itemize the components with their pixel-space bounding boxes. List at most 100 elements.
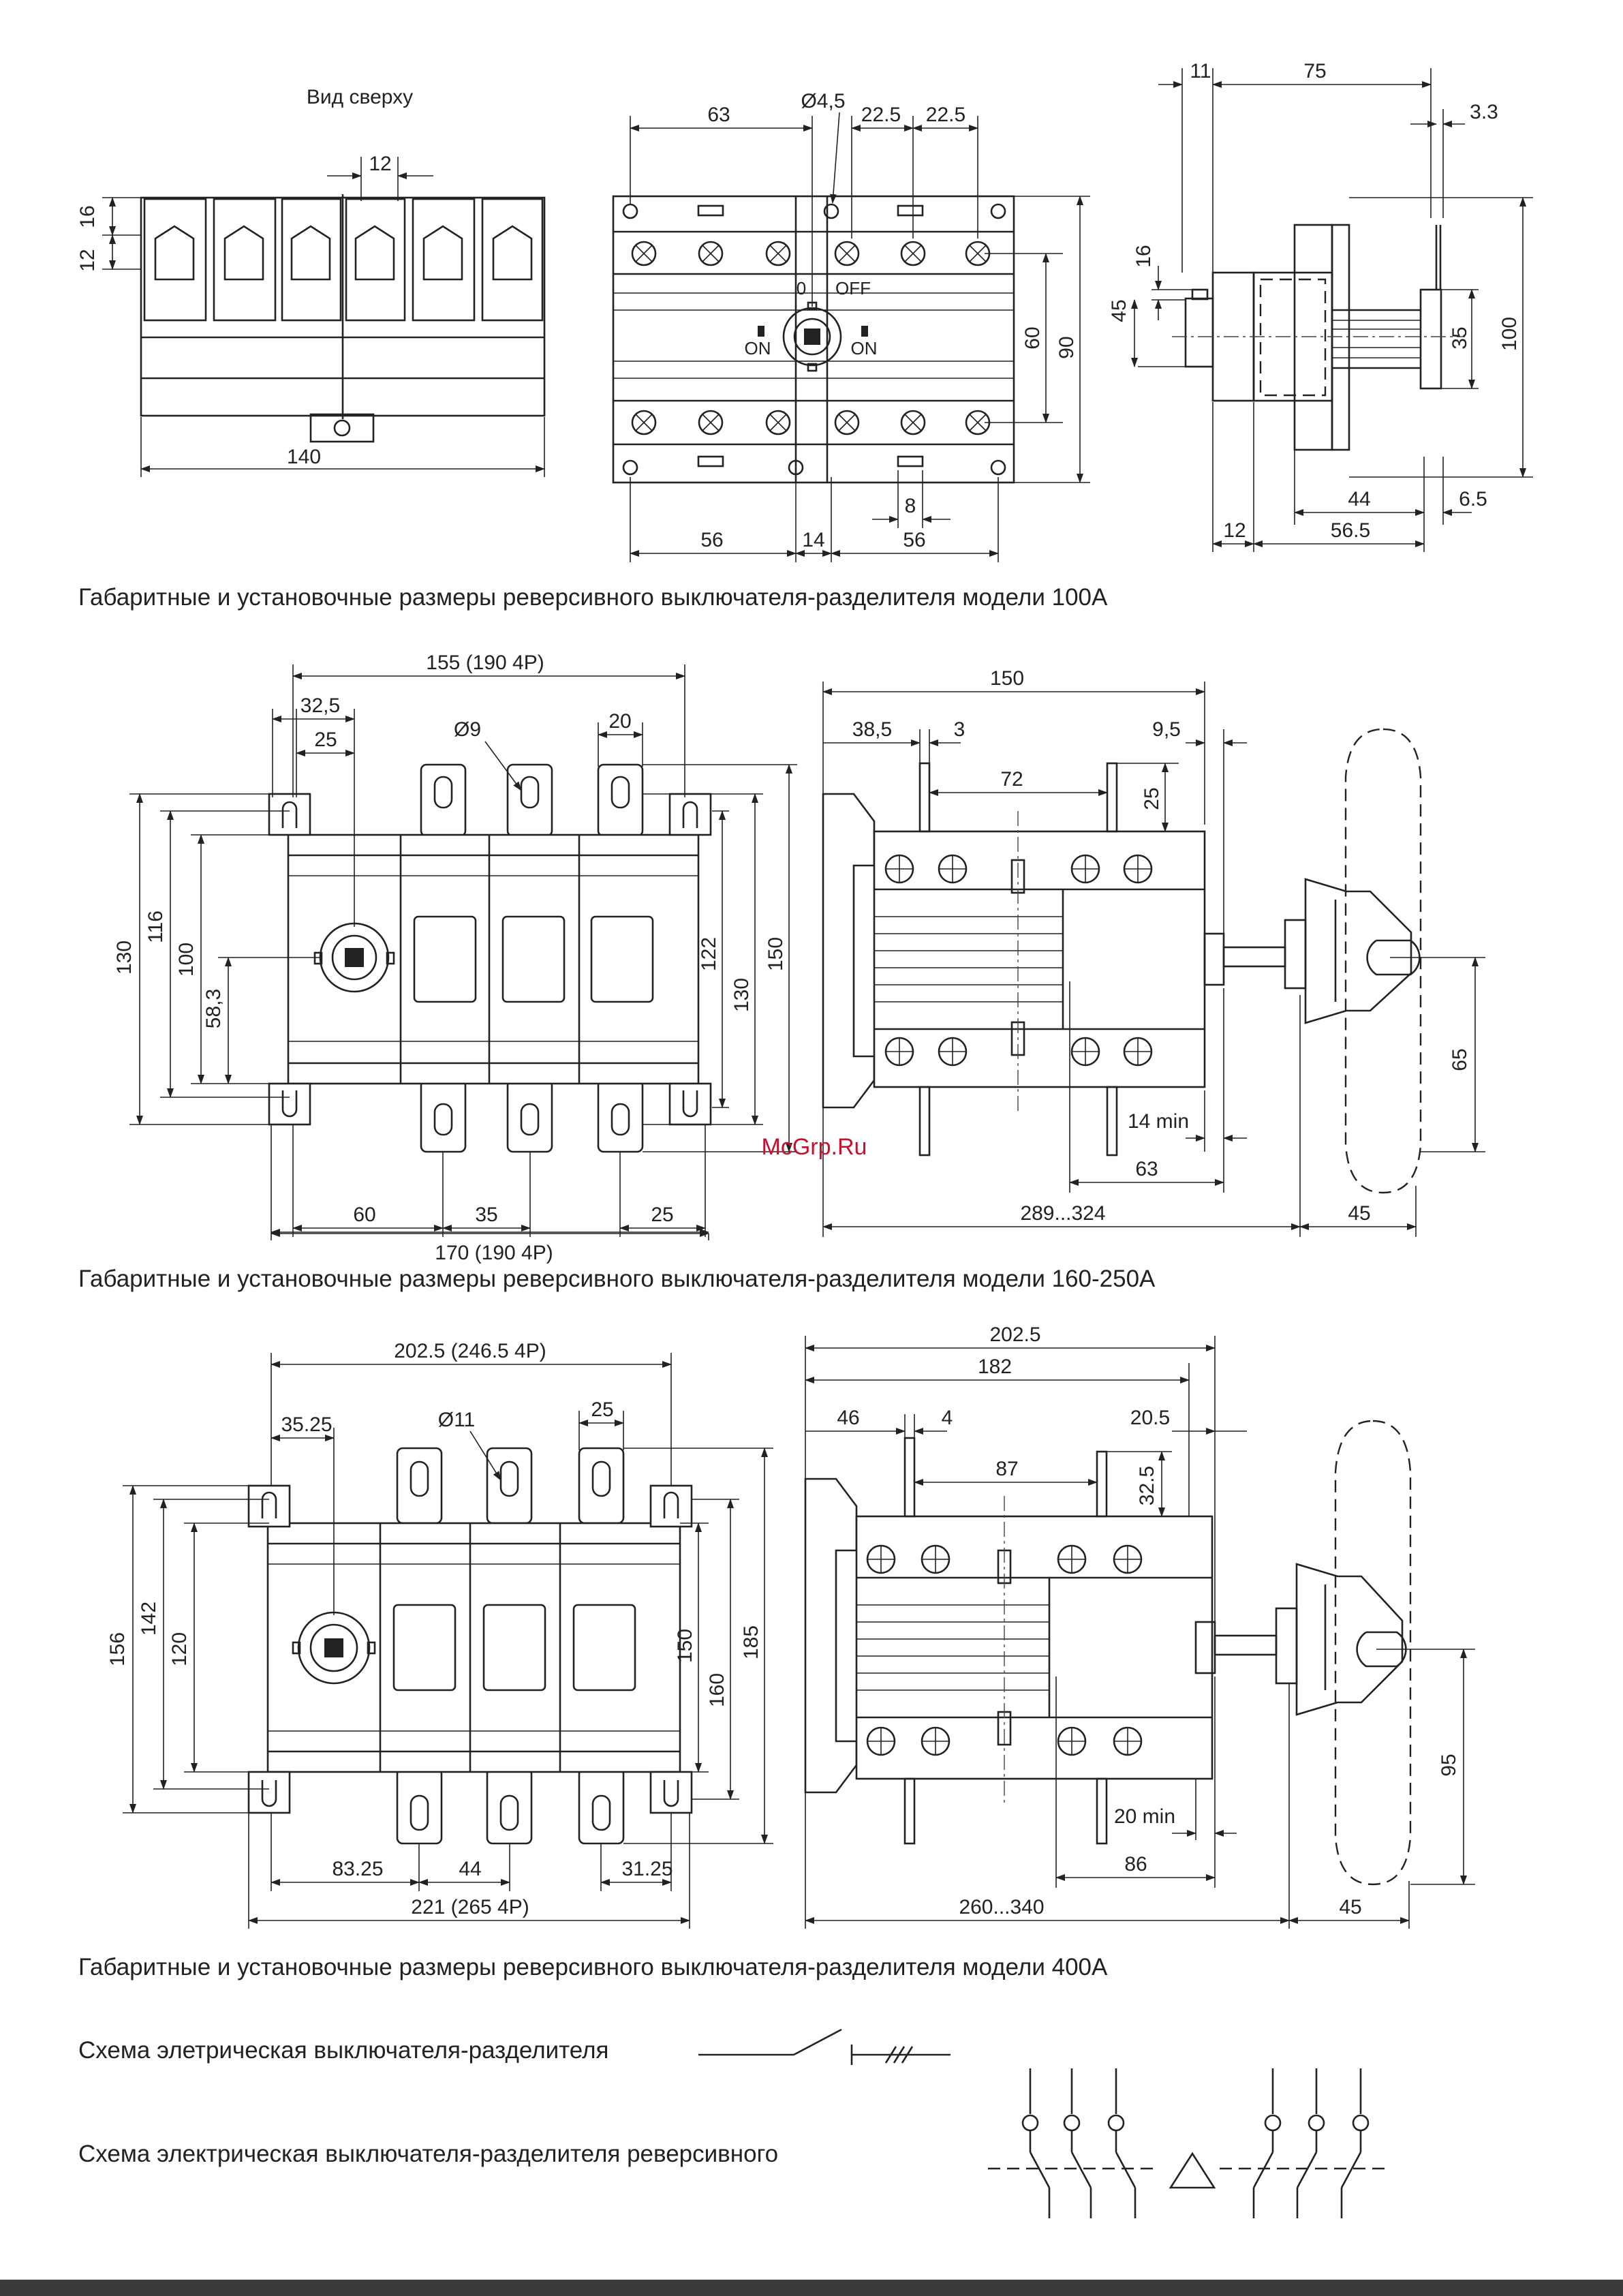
dim-20min: 20 min xyxy=(1114,1805,1175,1828)
caption-100a: Габаритные и установочные размеры реверс… xyxy=(78,584,1108,611)
dim-156: 156 xyxy=(106,1632,129,1666)
scheme-single-symbol xyxy=(698,2028,950,2065)
dim-95: 95 xyxy=(1438,1754,1460,1776)
side-view-screws-160 xyxy=(884,854,1153,1067)
dim-182: 182 xyxy=(978,1356,1012,1378)
dim-221: 221 (265 4P) xyxy=(411,1896,529,1918)
dim-185: 185 xyxy=(740,1625,762,1659)
dim-12-top: 12 xyxy=(369,153,391,175)
front-view-100a: 0 OFF ON ON 63 Ø4,5 22.5 22.5 xyxy=(612,90,1090,562)
dim-202-5-front: 202.5 (246.5 4P) xyxy=(394,1340,546,1362)
dim-142: 142 xyxy=(138,1602,160,1636)
dim-75: 75 xyxy=(1303,60,1326,82)
dim-120: 120 xyxy=(168,1632,191,1666)
label-on-left: ON xyxy=(745,338,771,358)
dim-63: 63 xyxy=(707,104,730,126)
dim-56-left: 56 xyxy=(700,529,723,551)
scheme-reversible-symbol xyxy=(988,2068,1390,2218)
dim-260-340: 260...340 xyxy=(959,1896,1044,1918)
dim-35-25: 35.25 xyxy=(281,1413,332,1436)
dim-202-5-side: 202.5 xyxy=(989,1323,1040,1346)
side-view-160-250a: 150 38,5 3 9,5 72 25 14 min 63 xyxy=(822,667,1485,1237)
dim-150-side: 150 xyxy=(990,667,1024,690)
front-view-160-250a: 155 (190 4P) 32,5 25 Ø9 20 130 116 xyxy=(113,652,797,1264)
dim-25-top: 25 xyxy=(314,729,337,751)
dim-60: 60 xyxy=(1021,326,1044,349)
dim-289-324: 289...324 xyxy=(1020,1202,1105,1225)
dim-100: 100 xyxy=(175,943,198,977)
diagram-400a: 202.5 (246.5 4P) 35.25 Ø11 25 156 142 12… xyxy=(78,1323,1475,1980)
dim-155: 155 (190 4P) xyxy=(426,652,544,674)
side-view-100a: 11 75 3.3 16 45 35 100 44 xyxy=(1108,60,1533,552)
dim-14: 14 xyxy=(802,529,824,551)
dim-38-5: 38,5 xyxy=(852,718,892,741)
dim-87: 87 xyxy=(995,1458,1018,1480)
dim-170: 170 (190 4P) xyxy=(435,1242,553,1264)
label-off: OFF xyxy=(835,278,871,299)
front-view-400a: 202.5 (246.5 4P) 35.25 Ø11 25 156 142 12… xyxy=(106,1340,773,1929)
dim-3: 3 xyxy=(954,718,965,741)
top-view-title: Вид сверху xyxy=(307,86,413,108)
dim-3-3: 3.3 xyxy=(1470,101,1498,123)
dim-90: 90 xyxy=(1055,336,1078,358)
dim-hole-11: Ø11 xyxy=(438,1409,475,1431)
top-view-100a: Вид сверху xyxy=(76,86,546,477)
dim-65: 65 xyxy=(1449,1048,1471,1071)
dim-56-right: 56 xyxy=(903,529,925,551)
dim-130-right: 130 xyxy=(730,978,753,1012)
dim-60-bottom: 60 xyxy=(353,1204,375,1226)
dim-22-5-b: 22.5 xyxy=(926,104,965,126)
electrical-schemes: Схема элетрическая выключателя-разделите… xyxy=(78,2028,1390,2218)
dim-45: 45 xyxy=(1108,299,1130,322)
dim-4: 4 xyxy=(942,1407,953,1429)
side-view-screws-400 xyxy=(866,1544,1143,1756)
top-view-terminals xyxy=(143,198,544,322)
dim-100-side: 100 xyxy=(1498,317,1521,351)
dim-63-side: 63 xyxy=(1135,1158,1158,1180)
dim-122: 122 xyxy=(698,937,720,971)
dim-45-side: 45 xyxy=(1348,1202,1370,1225)
bottom-band xyxy=(0,2280,1623,2296)
scheme-reversible-label: Схема электрическая выключателя-разделит… xyxy=(78,2141,778,2167)
dim-46: 46 xyxy=(837,1407,859,1429)
scheme-single-label: Схема элетрическая выключателя-разделите… xyxy=(78,2037,608,2064)
dim-32-5: 32.5 xyxy=(1136,1466,1158,1505)
dim-25-front: 25 xyxy=(591,1398,613,1421)
dim-hole-4-5: Ø4,5 xyxy=(801,90,845,112)
dim-25-side: 25 xyxy=(1141,787,1163,810)
diagram-160-250a: 155 (190 4P) 32,5 25 Ø9 20 130 116 xyxy=(78,652,1485,1292)
dim-12-side: 12 xyxy=(1223,519,1246,542)
dim-160: 160 xyxy=(706,1673,728,1707)
dim-16: 16 xyxy=(76,205,99,228)
front-view-screws xyxy=(631,241,991,435)
dim-140: 140 xyxy=(287,446,321,468)
dim-35: 35 xyxy=(1449,326,1471,349)
dim-8: 8 xyxy=(905,495,916,517)
dim-86: 86 xyxy=(1124,1853,1147,1876)
dim-130-left: 130 xyxy=(113,940,136,975)
dim-44: 44 xyxy=(1348,488,1370,510)
dim-6-5: 6.5 xyxy=(1459,488,1487,510)
diagram-100a: Вид сверху xyxy=(76,60,1533,611)
rotary-handle-100a xyxy=(782,301,842,372)
dim-11: 11 xyxy=(1190,60,1211,82)
dim-22-5-a: 22.5 xyxy=(861,104,901,126)
dim-44-front: 44 xyxy=(459,1858,481,1880)
label-on-right: ON xyxy=(851,338,878,358)
dim-12-left: 12 xyxy=(76,249,99,271)
dim-20: 20 xyxy=(608,710,631,733)
dim-45-side-400: 45 xyxy=(1339,1896,1361,1918)
side-view-400a: 202.5 182 46 4 20.5 87 32.5 20 min 86 xyxy=(804,1323,1475,1929)
dim-hole-9: Ø9 xyxy=(454,718,481,741)
dim-150-front: 150 xyxy=(674,1629,696,1663)
dim-72: 72 xyxy=(1000,768,1023,791)
watermark: McGrp.Ru xyxy=(762,1134,867,1160)
dim-56-5: 56.5 xyxy=(1331,519,1370,542)
label-zero: 0 xyxy=(797,278,806,299)
dim-32-5: 32,5 xyxy=(300,694,340,717)
dim-35-bottom: 35 xyxy=(475,1204,497,1226)
dim-14min: 14 min xyxy=(1128,1110,1189,1133)
dim-16-side: 16 xyxy=(1132,245,1155,267)
dim-20-5: 20.5 xyxy=(1130,1407,1170,1429)
